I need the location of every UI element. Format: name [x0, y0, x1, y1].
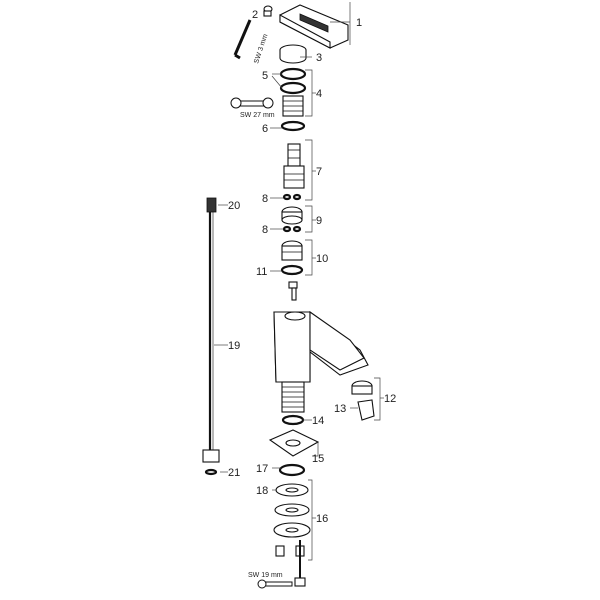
label-2: 2 [252, 9, 258, 21]
valve-stem-fitting [288, 281, 298, 301]
label-6: 6 [262, 123, 268, 135]
part-5-o-rings [279, 67, 307, 95]
threaded-rod [294, 540, 306, 587]
label-11: 11 [256, 266, 267, 278]
label-19: 19 [228, 340, 240, 352]
wrench-sw19-tool [257, 579, 293, 589]
part-6-o-ring [280, 120, 306, 132]
part-20-hose-end [206, 197, 217, 213]
label-8-upper: 8 [262, 193, 268, 205]
part-10-housing [281, 240, 303, 261]
label-20: 20 [228, 200, 240, 212]
part-11-o-ring [280, 264, 304, 276]
label-15: 15 [312, 453, 324, 465]
label-8-lower: 8 [262, 224, 268, 236]
label-13: 13 [334, 403, 346, 415]
part-12-aerator [351, 380, 373, 395]
part-3-collar [279, 44, 307, 64]
part-1-spout-cover [279, 4, 349, 49]
part-15-base-plate [268, 429, 320, 457]
label-4: 4 [316, 88, 322, 100]
label-7: 7 [316, 166, 322, 178]
part-18-washer [275, 483, 309, 497]
label-17: 17 [256, 463, 268, 475]
wrench-sw27-tool [230, 97, 274, 109]
tool-label-sw27: SW 27 mm [240, 112, 275, 119]
label-14: 14 [312, 415, 324, 427]
tool-label-sw19: SW 19 mm [248, 572, 283, 579]
part-8-seals-upper [282, 193, 302, 201]
part-19-connection-hose [208, 212, 214, 450]
part-9-insert [281, 206, 303, 225]
label-1: 1 [356, 17, 362, 29]
part-7-cartridge [283, 143, 305, 189]
part-14-o-ring [281, 414, 305, 426]
label-10: 10 [316, 253, 328, 265]
label-3: 3 [316, 52, 322, 64]
label-21: 21 [228, 467, 240, 479]
part-13-aerator-key [357, 399, 375, 421]
part-4-cartridge-nut [282, 95, 304, 117]
part-21-hose-nut [202, 449, 220, 476]
label-5: 5 [262, 70, 268, 82]
threaded-shank [281, 381, 305, 413]
part-16-fixing-set [273, 503, 311, 557]
part-8-seals-lower [282, 225, 302, 233]
faucet-body [273, 310, 369, 383]
label-12: 12 [384, 393, 396, 405]
hex-key-tool [233, 19, 252, 60]
part-17-o-ring [278, 463, 306, 477]
label-18: 18 [256, 485, 268, 497]
label-16: 16 [316, 513, 328, 525]
label-9: 9 [316, 215, 322, 227]
part-2-grub-screw [263, 5, 273, 17]
tool-label-sw3: SW 3 mm [253, 33, 269, 65]
